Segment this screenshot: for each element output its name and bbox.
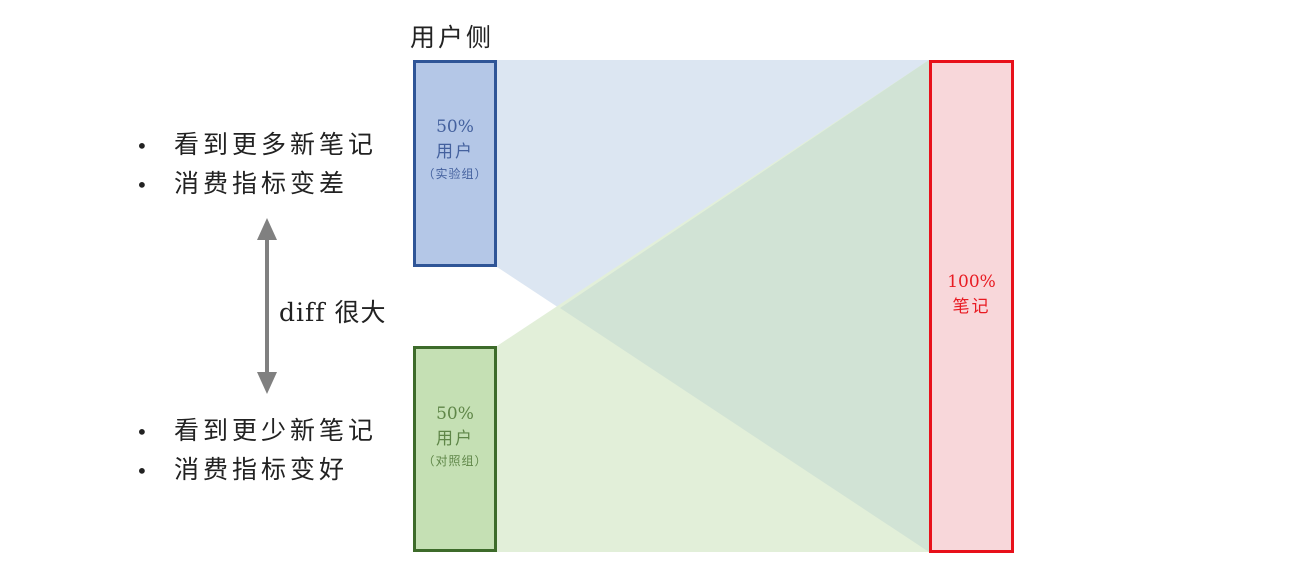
effect-text: 消费指标变好 <box>174 455 349 484</box>
control-label: 用户 <box>436 429 474 449</box>
notes-percent: 100% <box>947 271 996 292</box>
list-item: • 看到更多新笔记 <box>136 126 377 165</box>
arrow-head-up <box>257 218 277 240</box>
diff-double-arrow <box>257 218 277 394</box>
list-item: • 看到更少新笔记 <box>136 412 377 451</box>
arrow-head-down <box>257 372 277 394</box>
list-item: • 消费指标变好 <box>136 451 377 490</box>
user-side-title: 用户侧 <box>410 23 495 52</box>
treatment-label: 用户 <box>436 141 474 162</box>
bullet-icon: • <box>136 420 152 444</box>
control-effects-list: • 看到更少新笔记 • 消费指标变好 <box>136 412 377 490</box>
effect-text: 看到更少新笔记 <box>174 416 378 445</box>
control-group-name: （对照组） <box>422 454 488 468</box>
effect-text: 消费指标变差 <box>174 169 349 198</box>
treatment-group-box: 50% 用户 （实验组） <box>413 60 497 267</box>
diff-label: diff 很大 <box>279 298 387 327</box>
treatment-group-name: （实验组） <box>422 166 488 181</box>
bullet-icon: • <box>136 459 152 483</box>
bullet-icon: • <box>136 134 152 158</box>
treatment-percent: 50% <box>436 116 474 137</box>
flow-overlap-region <box>560 60 929 552</box>
treatment-effects-list: • 看到更多新笔记 • 消费指标变差 <box>136 126 377 204</box>
control-percent: 50% <box>436 404 474 424</box>
bullet-icon: • <box>136 173 152 197</box>
notes-label: 笔记 <box>952 296 991 317</box>
list-item: • 消费指标变差 <box>136 165 377 204</box>
notes-box: 100% 笔记 <box>929 60 1014 553</box>
control-group-box: 50% 用户 （对照组） <box>413 346 497 552</box>
effect-text: 看到更多新笔记 <box>174 130 378 159</box>
